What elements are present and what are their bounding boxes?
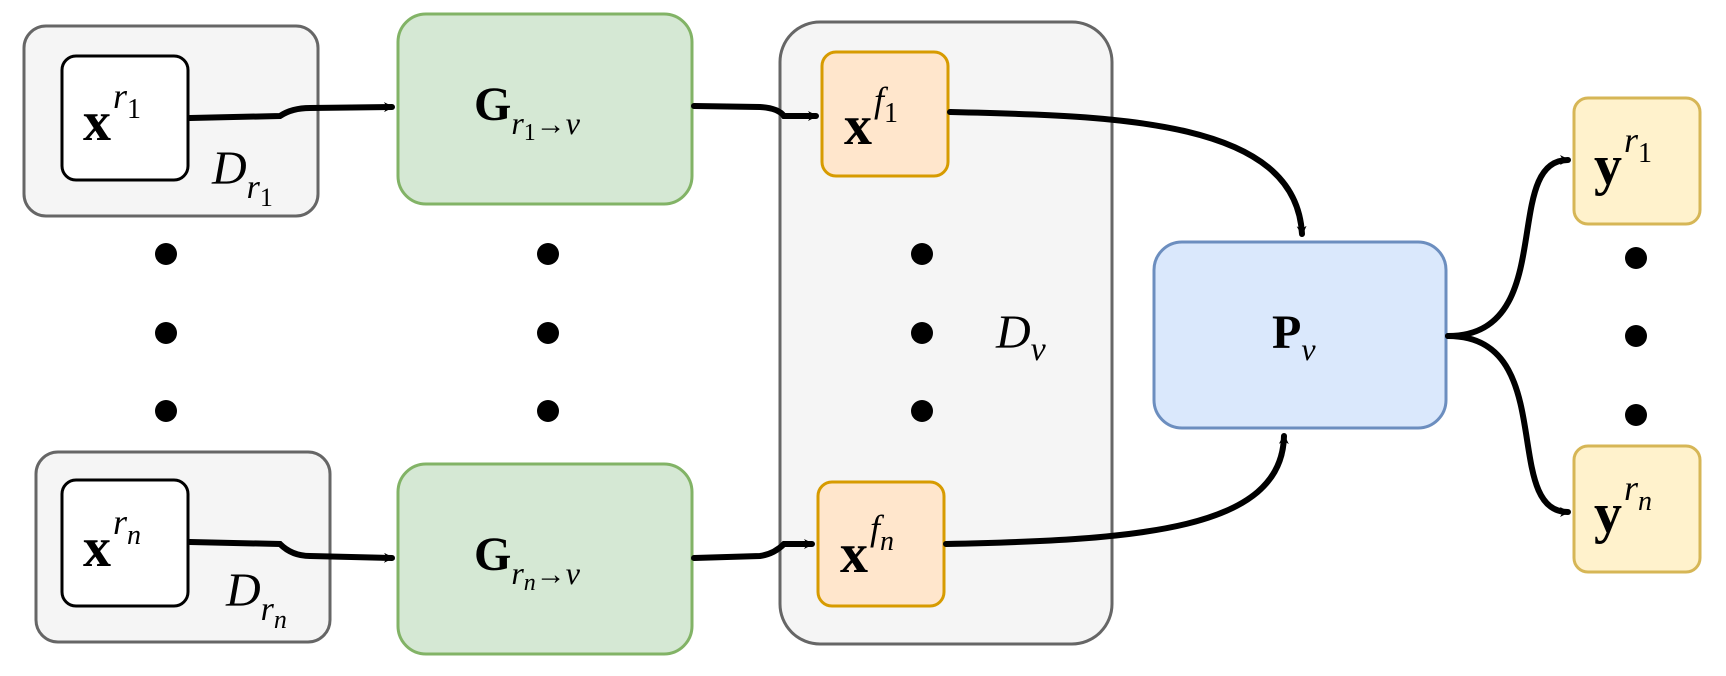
input-sample-bottom-label: xrn [83, 502, 141, 579]
ellipsis-dot [911, 400, 933, 422]
source-domain-bottom: xrn Drn [34, 450, 332, 644]
generator-bottom-label: Grn→v [474, 528, 581, 596]
target-domain-label: Dv [995, 306, 1047, 368]
output-top-box [1572, 96, 1702, 226]
generator-top-box [396, 12, 694, 206]
ellipsis-dot [155, 243, 177, 265]
generator-top: Gr1→v [396, 12, 694, 206]
source-domain-top: xr1 Dr1 [22, 24, 320, 218]
ellipsis-dot [537, 400, 559, 422]
arrow-generator-bottom-to-fake [691, 539, 815, 561]
ellipsis-dot [537, 243, 559, 265]
ellipsis-dot [911, 243, 933, 265]
output-top-label: yr1 [1594, 120, 1652, 197]
generator-top-label: Gr1→v [474, 78, 581, 146]
ellipsis-dot [1625, 325, 1647, 347]
arrow-generator-top-to-fake [691, 103, 819, 121]
target-domain: xf1 xfn Dv [778, 20, 1114, 646]
ellipsis-dot [537, 322, 559, 344]
ellipsis-dot [155, 322, 177, 344]
predictor-label: Pv [1272, 306, 1316, 367]
ellipsis-dot [155, 400, 177, 422]
generator-bottom: Grn→v [396, 462, 694, 656]
input-sample-top-label: xr1 [83, 76, 141, 153]
arrows [187, 102, 1571, 563]
fake-sample-bottom-label: xfn [840, 508, 894, 585]
source-domain-bottom-label: Drn [225, 564, 287, 634]
arrow-predictor-to-output-top [1445, 155, 1571, 339]
source-domain-top-label: Dr1 [211, 142, 273, 212]
predictor: Pv [1152, 240, 1448, 430]
arrow-predictor-to-output-bottom [1445, 333, 1571, 517]
arrow-fake-top-to-predictor [947, 109, 1307, 237]
ellipsis-dot [1625, 247, 1647, 269]
outputs: yr1 yrn [1572, 96, 1702, 574]
arrow-fake-bottom-to-predictor [943, 433, 1289, 547]
ellipsis-dot [911, 322, 933, 344]
ellipsis-dot [1625, 404, 1647, 426]
output-bottom-label: yrn [1594, 468, 1652, 545]
input-sample-top-box [60, 54, 190, 182]
arrow-input-bottom-to-generator [187, 539, 395, 563]
ellipsis-dots [155, 243, 1647, 426]
arrow-input-top-to-generator [187, 102, 395, 121]
input-sample-bottom-box [60, 478, 190, 608]
output-bottom-box [1572, 444, 1702, 574]
